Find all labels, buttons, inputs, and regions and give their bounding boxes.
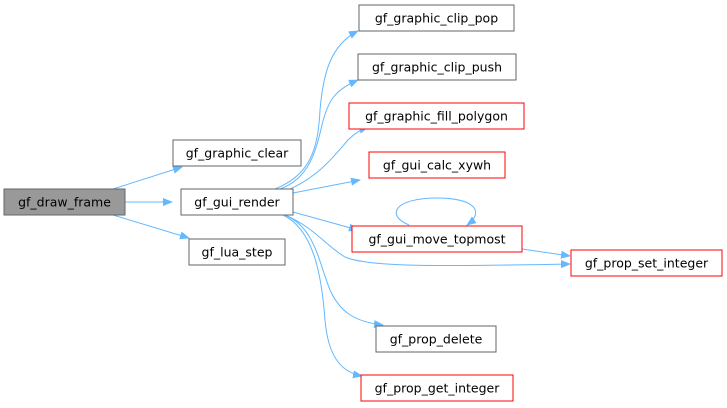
edge-gui_render-to-move_topmost: [292, 211, 359, 232]
node-gf-graphic-fill-polygon[interactable]: gf_graphic_fill_polygon: [348, 102, 525, 130]
node-label: gf_gui_calc_xywh: [383, 158, 491, 173]
node-label: gf_prop_delete: [390, 332, 483, 347]
node-label: gf_lua_step: [202, 245, 273, 260]
node-gf-prop-delete[interactable]: gf_prop_delete: [375, 325, 497, 353]
edge-move_topmost-self-loop: [395, 197, 477, 226]
edge-draw_frame-to-graphic_clear: [112, 165, 183, 190]
edge-gui_render-to-prop_delete: [284, 214, 384, 329]
edge-gui_render-to-clip_push: [279, 79, 359, 190]
node-gf-gui-move-topmost[interactable]: gf_gui_move_topmost: [351, 225, 523, 253]
node-gf-graphic-clip-pop[interactable]: gf_graphic_clip_pop: [358, 4, 515, 32]
edge-gui_render-to-fill_polygon: [284, 126, 369, 192]
edges: [112, 30, 571, 379]
node-label: gf_draw_frame: [18, 195, 111, 210]
edge-gui_render-to-set_integer: [284, 214, 571, 269]
nodes: gf_draw_frame gf_graphic_clear gf_gui_re…: [3, 4, 723, 402]
edge-gui_render-to-get_integer: [282, 214, 363, 379]
node-label: gf_gui_move_topmost: [368, 232, 505, 247]
edge-draw_frame-to-lua_step: [112, 214, 190, 240]
node-label: gf_graphic_fill_polygon: [365, 109, 508, 124]
node-label: gf_graphic_clip_push: [372, 60, 502, 75]
node-gf-prop-get-integer[interactable]: gf_prop_get_integer: [360, 374, 514, 402]
node-gf-draw-frame[interactable]: gf_draw_frame: [3, 188, 126, 216]
node-gf-lua-step[interactable]: gf_lua_step: [188, 238, 286, 266]
node-gf-graphic-clear[interactable]: gf_graphic_clear: [172, 139, 302, 167]
node-gf-gui-calc-xywh[interactable]: gf_gui_calc_xywh: [368, 151, 506, 179]
node-label: gf_gui_render: [194, 195, 280, 210]
node-label: gf_graphic_clip_pop: [375, 11, 498, 26]
edge-move_topmost-to-set_integer: [521, 248, 571, 259]
node-gf-gui-render[interactable]: gf_gui_render: [180, 188, 294, 216]
node-gf-graphic-clip-push[interactable]: gf_graphic_clip_push: [357, 53, 517, 81]
node-gf-prop-set-integer[interactable]: gf_prop_set_integer: [570, 249, 723, 277]
node-label: gf_graphic_clear: [186, 146, 289, 161]
edge-gui_render-to-calc_xywh: [292, 177, 361, 194]
node-label: gf_prop_get_integer: [375, 381, 501, 396]
node-label: gf_prop_set_integer: [585, 256, 709, 271]
edge-gui_render-to-clip_pop: [274, 30, 359, 190]
